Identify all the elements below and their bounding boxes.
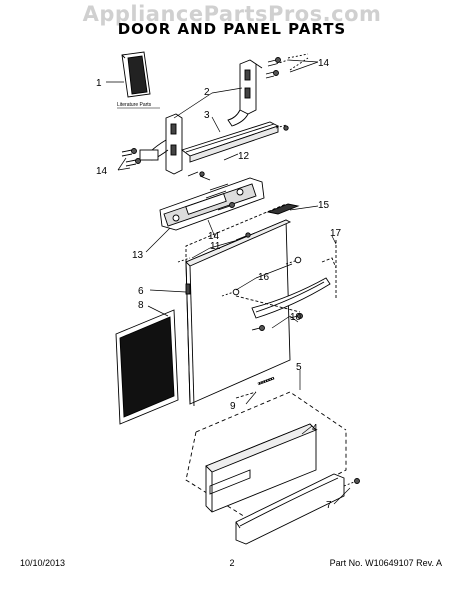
callout-11: 11 (210, 241, 221, 252)
handle-screws (221, 256, 303, 331)
callout-14-top: 14 (318, 58, 330, 69)
footer-date: 10/10/2013 (20, 558, 66, 568)
literature-booklet (121, 51, 151, 98)
door-top-strip (266, 203, 300, 215)
door-top-channel (181, 121, 280, 163)
footer-page-number: 2 (229, 558, 235, 568)
leader-lines (106, 59, 351, 505)
kickplate-assembly-outline (185, 391, 347, 521)
footer-part-number: Part No. W10649107 Rev. A (329, 558, 442, 568)
hinge-bracket-left (139, 113, 183, 175)
bottom-spring (257, 376, 275, 386)
door-insulation-panel (115, 309, 179, 425)
callout-14-middle: 14 (208, 231, 220, 242)
callout-numbers: 1 2 3 4 5 6 7 8 9 10 11 12 13 14 14 14 1… (96, 58, 342, 511)
control-panel-console (159, 177, 265, 231)
callout-5: 5 (296, 362, 302, 373)
outer-door-panel (185, 219, 292, 407)
screws-left (121, 148, 141, 167)
hinge-bracket-right (227, 59, 263, 127)
callout-9: 9 (230, 401, 236, 412)
door-handle (251, 240, 337, 319)
callout-16: 16 (258, 272, 270, 283)
watermark: AppliancePartsPros.com (82, 2, 382, 26)
callout-14-left: 14 (96, 166, 108, 177)
literature-label: Literature Parts (117, 102, 152, 108)
callout-8: 8 (138, 300, 144, 311)
callout-12: 12 (238, 151, 250, 162)
callout-2: 2 (204, 87, 210, 98)
callout-1: 1 (96, 78, 102, 89)
page-title: DOOR AND PANEL PARTS (117, 20, 347, 38)
callout-4: 4 (312, 423, 318, 434)
toe-panel (205, 423, 317, 513)
screws-upper-right (265, 53, 309, 79)
callout-3: 3 (204, 110, 210, 121)
callout-17: 17 (330, 228, 342, 239)
access-panel (235, 473, 345, 545)
callout-15: 15 (318, 200, 330, 211)
callout-7: 7 (326, 500, 332, 511)
callout-13: 13 (132, 250, 144, 261)
callout-10: 10 (290, 312, 302, 323)
console-screw (217, 202, 235, 211)
callout-6: 6 (138, 286, 144, 297)
